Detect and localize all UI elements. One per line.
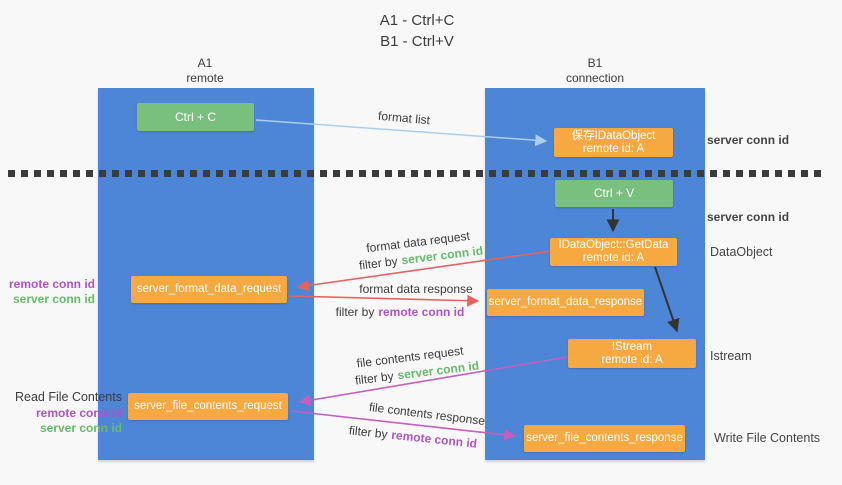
remote-conn-id-text: remote conn id <box>390 427 478 451</box>
node-format-response-label: server_format_data_response <box>488 296 643 308</box>
diagram-title: A1 - Ctrl+C B1 - Ctrl+V <box>317 10 517 52</box>
filter-by-prefix: filter by <box>354 368 395 388</box>
node-server-format-data-response: server_format_data_response <box>487 289 644 316</box>
server-conn-id-label: server conn id <box>12 292 95 306</box>
right-server-conn-id-label-1: server conn id <box>707 133 790 147</box>
title-line-1: A1 - Ctrl+C <box>379 12 455 29</box>
dataobject-label: DataObject <box>710 245 773 259</box>
edge-label-format-data-response: format data response <box>359 282 473 296</box>
node-format-request-label: server_format_data_request <box>136 283 282 295</box>
read-file-contents-label: Read File Contents <box>14 390 122 404</box>
node-file-request-label: server_file_contents_request <box>134 400 282 412</box>
node-server-file-contents-request: server_file_contents_request <box>128 393 288 420</box>
remote-conn-id-label: remote conn id <box>8 277 95 291</box>
node-ctrl-c: Ctrl + C <box>137 103 254 131</box>
node-idataobject-getdata: IDataObject::GetData remote id: A <box>550 238 677 266</box>
istream-label: Istream <box>710 349 752 363</box>
edge-label-format-list: format list <box>377 108 431 128</box>
node-server-file-contents-response: server_file_contents_response <box>524 425 685 452</box>
node-istream-line2: remote id: A <box>601 353 663 366</box>
right-server-conn-id-label-2: server conn id <box>707 210 790 224</box>
column-a1-sublabel: remote <box>186 71 224 85</box>
filter-by-prefix: filter by <box>358 253 399 273</box>
node-istream: IStream remote id: A <box>568 339 696 368</box>
remote-conn-id-label: remote conn id <box>35 406 122 420</box>
column-b1-sublabel: connection <box>565 71 625 85</box>
filter-by-prefix: filter by <box>335 305 375 319</box>
node-ctrl-c-label: Ctrl + C <box>174 109 216 124</box>
dotted-divider-line <box>8 170 824 177</box>
title-line-2: B1 - Ctrl+V <box>380 33 454 50</box>
column-header-b1: B1 connection <box>535 56 655 86</box>
column-header-a1: A1 remote <box>145 56 265 86</box>
node-ctrl-v-label: Ctrl + V <box>593 186 635 200</box>
node-ctrl-v: Ctrl + V <box>555 180 673 207</box>
column-a1-label: A1 <box>197 56 213 70</box>
node-istream-line1: IStream <box>611 340 653 353</box>
write-file-contents-label: Write File Contents <box>714 431 821 445</box>
left-conn-id-stack-2: remote conn id server conn id <box>0 406 122 436</box>
remote-conn-id-text: remote conn id <box>378 305 465 319</box>
node-save-idataobject-line1: 保存IDataObject <box>571 129 656 142</box>
node-getdata-line1: IDataObject::GetData <box>558 239 669 251</box>
node-save-idataobject: 保存IDataObject remote id: A <box>554 128 673 157</box>
left-conn-id-stack-1: remote conn id server conn id <box>0 277 95 307</box>
node-save-idataobject-line2: remote id: A <box>582 142 645 155</box>
filter-by-prefix: filter by <box>348 423 389 442</box>
node-server-format-data-request: server_format_data_request <box>131 276 287 303</box>
arrow-format-data-response <box>288 294 480 307</box>
column-b1-label: B1 <box>587 56 603 70</box>
server-conn-id-label: server conn id <box>39 421 122 435</box>
edge-label-file-contents-response: file contents response <box>368 399 486 429</box>
node-file-response-label: server_file_contents_response <box>526 432 683 444</box>
node-getdata-line2: remote id: A <box>582 252 645 264</box>
